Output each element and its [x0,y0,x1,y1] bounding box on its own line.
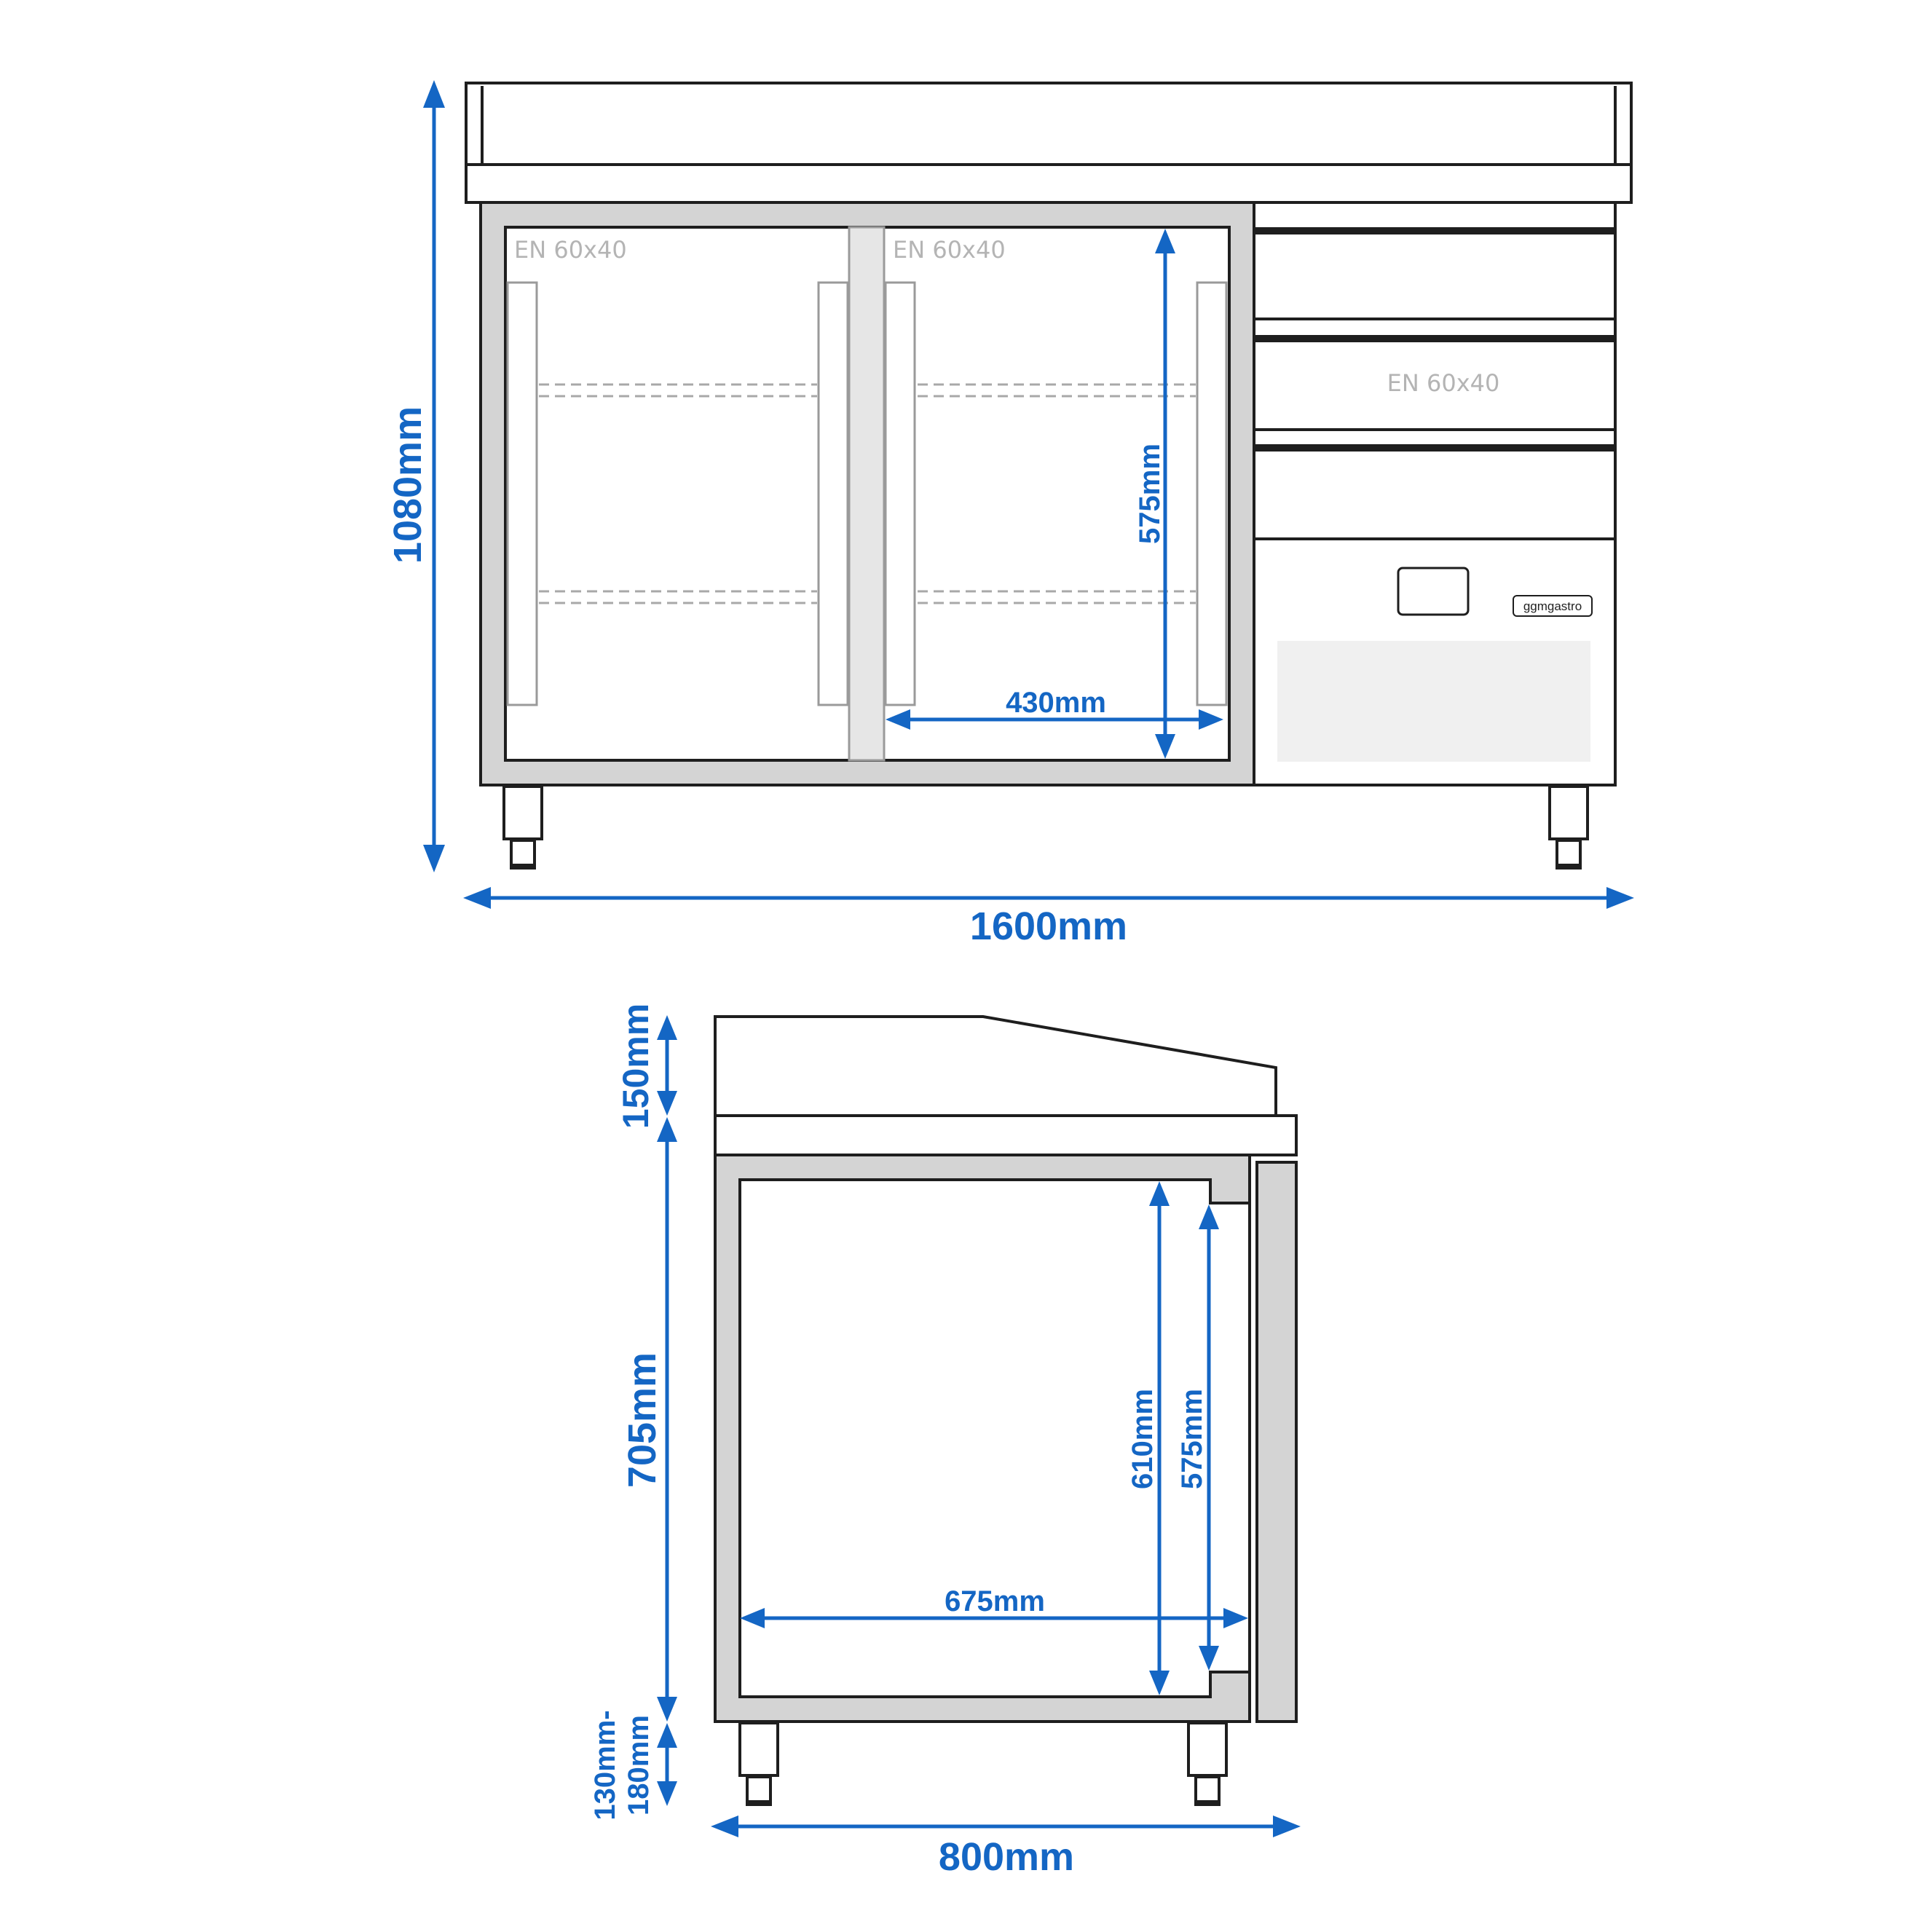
inner-depth-label: 675mm [945,1585,1045,1617]
front-height-label: 1080mm [386,406,430,564]
leg-height-label-line2: 180mm [623,1715,655,1815]
front-legs [502,785,1589,870]
side-inner-height-label: 610mm [1127,1389,1159,1489]
body-height-label: 705mm [620,1352,664,1488]
front-topping-rail [465,82,1633,166]
side-depth-label: 800mm [939,1835,1074,1879]
drawer-section: EN 60x40 ggmgastro [1253,201,1617,786]
side-interior [738,1178,1251,1698]
drawer-1-rail [1254,227,1615,234]
inner-depth-dimension: 675mm [740,1585,1248,1628]
side-worktop [714,1114,1298,1156]
left-door-handle-right [817,281,849,706]
side-height-dimensions: 150mm 705mm 130mm- 180mm [589,1004,677,1821]
shelves [539,383,1196,604]
side-door-profile [1255,1161,1298,1723]
brand-badge [1513,595,1593,617]
right-door-handle-left [884,281,916,706]
ventilation-grille [1277,641,1590,762]
side-topping-rail [714,1015,1277,1117]
right-door-handle-right [1196,281,1228,706]
brand-label: ggmgastro [1523,599,1582,613]
front-width-label: 1600mm [970,904,1127,948]
door-height-dimension: 575mm [1176,1204,1219,1671]
door-mullion [848,226,886,762]
left-door-handle-left [506,281,538,706]
inner-height-label: 575mm [1134,443,1166,544]
inner-height-dimension: 575mm [1134,229,1175,759]
inner-width-dimension: 430mm [886,687,1223,730]
front-height-dimension: 1080mm [386,80,445,872]
front-worktop [465,163,1633,204]
side-view: 150mm 705mm 130mm- 180mm 800mm 675mm [589,1004,1301,1879]
control-display [1397,567,1470,616]
door-height-label: 575mm [1176,1389,1208,1489]
side-inner-height-dimension: 610mm [1127,1181,1170,1695]
drawer-1 [1253,201,1617,320]
side-legs [738,1722,1228,1806]
drawer-label: EN 60x40 [1387,369,1500,397]
front-width-dimension: 1600mm [463,887,1634,948]
right-door-label: EN 60x40 [893,236,1006,264]
inner-width-label: 430mm [1006,687,1106,719]
side-depth-dimension: 800mm [711,1815,1301,1879]
left-door-label: EN 60x40 [514,236,627,264]
leg-height-label-line1: 130mm- [589,1710,621,1820]
drawer-2-rail [1254,335,1615,342]
top-height-label: 150mm [615,1004,656,1129]
front-view: EN 60x40 EN 60x40 EN 60x40 ggmgastro [386,80,1634,948]
drawer-3-rail [1254,444,1615,452]
